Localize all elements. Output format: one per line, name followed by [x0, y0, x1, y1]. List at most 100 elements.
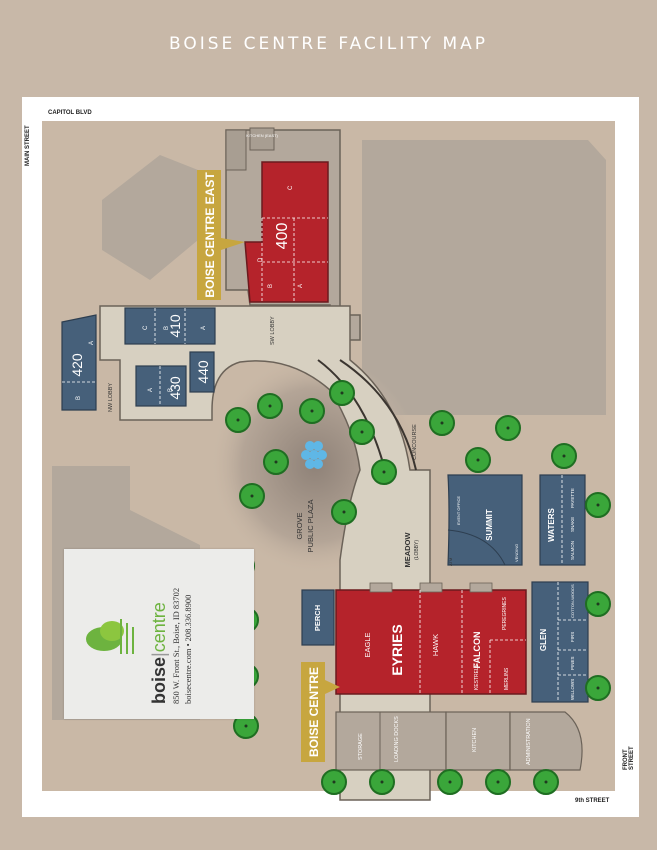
- administration-room: [509, 711, 583, 771]
- tree-trunk-dot: [596, 686, 600, 690]
- legend-brand-left: boise: [149, 656, 169, 704]
- snake-label: SNAKE: [570, 517, 575, 532]
- room-glen[interactable]: [531, 581, 589, 703]
- peregrines-label: PEREGRINES: [502, 597, 508, 630]
- legend-brand-right: centre: [149, 602, 169, 653]
- room-400a-label: A: [298, 284, 304, 288]
- room-410b-label: B: [164, 326, 170, 330]
- room-ballroom[interactable]: [335, 589, 527, 695]
- neighbor-building-nw: [102, 155, 198, 280]
- boise-centre-banner: [301, 662, 325, 762]
- room-420b-label: B: [76, 396, 82, 400]
- tree-trunk-dot: [310, 409, 314, 413]
- vending-label: VENDING: [514, 544, 519, 562]
- tree-trunk-dot: [342, 510, 346, 514]
- sw-lobby-label: SW LOBBY: [270, 316, 276, 345]
- room-420-label: 420: [69, 353, 85, 377]
- merlins-label: MERLINS: [504, 667, 510, 690]
- payette-label: PAYETTE: [570, 488, 575, 508]
- pines-label: PINES: [570, 656, 575, 670]
- tree-trunk-dot: [562, 454, 566, 458]
- tree-trunk-dot: [596, 602, 600, 606]
- grove-label: GROVE: [295, 512, 304, 539]
- kitchen-east-label: KITCHEN (EAST): [246, 133, 278, 138]
- tree-trunk-dot: [244, 724, 248, 728]
- event-office-label: EVENT OFFICE: [456, 496, 461, 525]
- page-title: BOISE CENTRE FACILITY MAP: [168, 34, 488, 54]
- loading-docks-label: LOADING DOCKS: [394, 716, 400, 762]
- meadow-sub-label: (LOBBY): [414, 540, 420, 560]
- tree-trunk-dot: [476, 458, 480, 462]
- boise-centre-east-label: BOISE CENTRE EAST: [203, 172, 217, 298]
- boise-centre-label: BOISE CENTRE: [307, 667, 321, 757]
- room-400-label: 400: [274, 223, 291, 250]
- kitchen-east-room: [249, 127, 275, 151]
- tree-trunk-dot: [382, 470, 386, 474]
- room-410[interactable]: [124, 307, 216, 345]
- waters-label: WATERS: [547, 508, 556, 542]
- glen-label: GLEN: [539, 629, 548, 651]
- room-430[interactable]: [135, 365, 187, 407]
- kitchen-room: [445, 711, 511, 771]
- willows-label: WILLOWS: [570, 679, 575, 700]
- tree-trunk-dot: [360, 430, 364, 434]
- room-430a-label: A: [148, 388, 154, 392]
- tree-trunk-dot: [496, 780, 500, 784]
- room-410-label: 410: [167, 314, 183, 338]
- service-block-west: [335, 711, 447, 771]
- tree-trunk-dot: [440, 421, 444, 425]
- summit-label: SUMMIT: [485, 509, 494, 541]
- room-summit[interactable]: [447, 474, 523, 566]
- tree-trunk-dot: [340, 391, 344, 395]
- tree-trunk-dot: [544, 780, 548, 784]
- tree-trunk-dot: [236, 418, 240, 422]
- neighbor-building-ne: [362, 140, 606, 415]
- legend-address: 850 W. Front St., Boise, ID 83702: [171, 587, 181, 704]
- room-400d-label: D: [258, 257, 264, 262]
- tree-trunk-dot: [274, 460, 278, 464]
- salmon-label: SALMON: [570, 541, 575, 560]
- cottonwoods-label: COTTON-WOODS: [570, 584, 575, 618]
- kitchen-label: KITCHEN: [472, 728, 478, 752]
- storage-label: STORAGE: [358, 733, 364, 760]
- perch-label: PERCH: [313, 605, 322, 631]
- tree-trunk-dot: [596, 503, 600, 507]
- boise-centre-logo: [86, 619, 134, 654]
- falcon-label: FALCON: [472, 632, 482, 669]
- room-430b-label: B: [168, 388, 174, 392]
- street-9th: 9th STREET: [575, 798, 610, 804]
- boise-centre-legend: boise|centre 850 W. Front St., Boise, ID…: [64, 549, 254, 719]
- concourse-wall: [339, 359, 417, 471]
- tree-trunk-dot: [448, 780, 452, 784]
- room-430-label: 430: [167, 376, 183, 400]
- eagle-label: EAGLE: [363, 632, 372, 657]
- administration-label: ADMINISTRATION: [526, 718, 532, 765]
- room-400c-label: C: [288, 185, 294, 190]
- tree-trunk-dot: [250, 494, 254, 498]
- public-plaza-label: PUBLIC PLAZA: [306, 500, 315, 553]
- nw-lobby-label: NW LOBBY: [108, 383, 114, 412]
- room-410a-label: A: [201, 326, 207, 330]
- kestrels-label: KESTRELS: [474, 663, 480, 690]
- concourse-label: CONCOURSE: [412, 424, 418, 460]
- street-capitol-blvd: CAPITOL BLVD: [48, 110, 92, 116]
- firs-label: FIRS: [570, 632, 575, 642]
- meadow-label: MEADOW: [403, 532, 412, 568]
- room-440[interactable]: [189, 351, 215, 393]
- room-420[interactable]: [61, 314, 97, 411]
- hawk-label: HAWK: [431, 634, 440, 656]
- legend-contact: boisecentre.com • 208.336.8900: [183, 594, 193, 704]
- street-front: FRONT STREET: [623, 746, 635, 770]
- street-main: MAIN STREET: [25, 125, 31, 166]
- room-400[interactable]: [244, 161, 329, 303]
- room-400b-label: B: [268, 284, 274, 288]
- east-utility: [225, 129, 247, 171]
- atm-label: ATM: [448, 558, 453, 566]
- room-410c-label: C: [143, 325, 149, 330]
- tree-trunk-dot: [506, 426, 510, 430]
- tree-trunk-dot: [380, 780, 384, 784]
- room-waters[interactable]: [539, 474, 586, 566]
- boise-centre-east-banner: [197, 170, 221, 300]
- room-perch[interactable]: [301, 589, 335, 646]
